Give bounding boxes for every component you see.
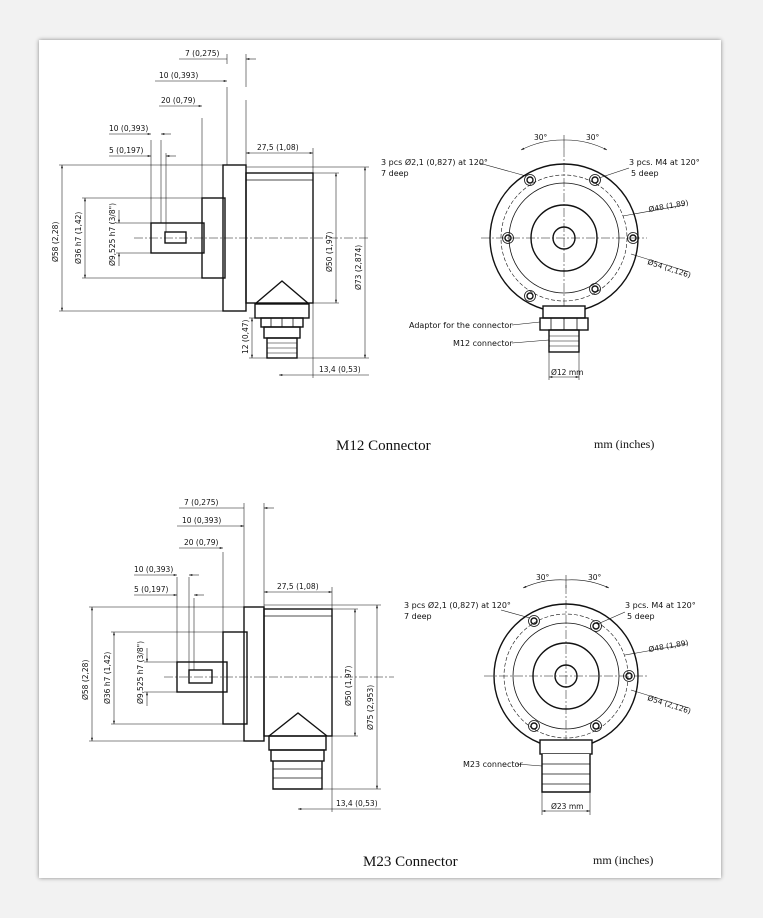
- m23-dim-dia36: Ø36 h7 (1,42): [103, 652, 112, 704]
- m23-dim-dia75: Ø75 (2,953): [366, 685, 375, 730]
- m23-dim-13: 13,4 (0,53): [336, 799, 378, 808]
- m12-dim-dia50: Ø50 (1,97): [325, 232, 334, 272]
- m12-dim-dia54: Ø54 (2,126): [646, 257, 692, 280]
- m12-side-view: 7 (0,275) 10 (0,393) 20 (0,79) 10 (0,393…: [51, 49, 369, 378]
- m12-dim-dia58: Ø58 (2,28): [51, 222, 60, 262]
- m23-dim-dia48: Ø48 (1,89): [648, 638, 689, 654]
- m23-dim-dia58: Ø58 (2,28): [81, 660, 90, 700]
- m23-front-view: 30° 30° 3 pcs Ø2,1 (0,827) at 120° 7 dee…: [404, 573, 696, 815]
- m23-dim-5: 5 (0,197): [134, 585, 169, 594]
- m12-dim-10b: 10 (0,393): [109, 124, 148, 133]
- m12-dim-dia48: Ø48 (1,89): [648, 198, 689, 214]
- m12-holes-left-line1: 3 pcs Ø2,1 (0,827) at 120°: [381, 157, 488, 167]
- m12-adaptor-label: Adaptor for the connector: [409, 321, 513, 330]
- m23-dim-20: 20 (0,79): [184, 538, 219, 547]
- m12-caption: M12 Connector: [336, 438, 431, 454]
- m23-holes-left-line2: 7 deep: [404, 612, 432, 621]
- m23-dim-27: 27,5 (1,08): [277, 582, 319, 591]
- m12-units: mm (inches): [594, 437, 654, 451]
- m12-angle-left: 30°: [534, 133, 548, 142]
- m12-angle-right: 30°: [586, 133, 600, 142]
- m23-holes-right-line2: 5 deep: [627, 612, 655, 621]
- m12-dim-13: 13,4 (0,53): [319, 365, 361, 374]
- m23-dim-dia54: Ø54 (2,126): [646, 693, 692, 716]
- m12-dim-20: 20 (0,79): [161, 96, 196, 105]
- m23-holes-left-line1: 3 pcs Ø2,1 (0,827) at 120°: [404, 600, 511, 610]
- m12-dim-12: 12 (0,47): [241, 319, 250, 354]
- technical-drawing: 7 (0,275) 10 (0,393) 20 (0,79) 10 (0,393…: [51, 49, 700, 870]
- m23-dim-10b: 10 (0,393): [134, 565, 173, 574]
- m12-dim-5: 5 (0,197): [109, 146, 144, 155]
- drawing-sheet: 7 (0,275) 10 (0,393) 20 (0,79) 10 (0,393…: [39, 40, 721, 878]
- m23-dim-dia9: Ø9,525 h7 (3/8"): [136, 641, 145, 704]
- m12-dim-dia9: Ø9,525 h7 (3/8"): [108, 203, 117, 266]
- m12-connector-label: M12 connector: [453, 339, 513, 348]
- m12-holes-right-line1: 3 pcs. M4 at 120°: [629, 158, 700, 167]
- m23-conn-dia: Ø23 mm: [551, 802, 583, 811]
- m23-holes-right-line1: 3 pcs. M4 at 120°: [625, 601, 696, 610]
- m23-connector-label: M23 connector: [463, 760, 523, 769]
- m12-dim-10a: 10 (0,393): [159, 71, 198, 80]
- m12-dim-dia73: Ø73 (2,874): [354, 245, 363, 290]
- m12-holes-right-line2: 5 deep: [631, 169, 659, 178]
- m23-dim-10a: 10 (0,393): [182, 516, 221, 525]
- m12-conn-dia: Ø12 mm: [551, 368, 583, 377]
- m12-front-view: 30° 30° 3 pcs Ø2,1 (0,827) at 120° 7 dee…: [381, 133, 700, 380]
- m12-holes-left-line2: 7 deep: [381, 169, 409, 178]
- m23-side-view: 7 (0,275) 10 (0,393) 20 (0,79) 10 (0,393…: [81, 498, 394, 812]
- m12-dim-7: 7 (0,275): [185, 49, 220, 58]
- m12-dim-27: 27,5 (1,08): [257, 143, 299, 152]
- m12-dim-dia36: Ø36 h7 (1,42): [74, 212, 83, 264]
- m23-angle-left: 30°: [536, 573, 550, 582]
- m23-caption: M23 Connector: [363, 854, 458, 870]
- m23-units: mm (inches): [593, 853, 653, 867]
- m23-dim-dia50: Ø50 (1,97): [344, 666, 353, 706]
- m23-angle-right: 30°: [588, 573, 602, 582]
- m23-dim-7: 7 (0,275): [184, 498, 219, 507]
